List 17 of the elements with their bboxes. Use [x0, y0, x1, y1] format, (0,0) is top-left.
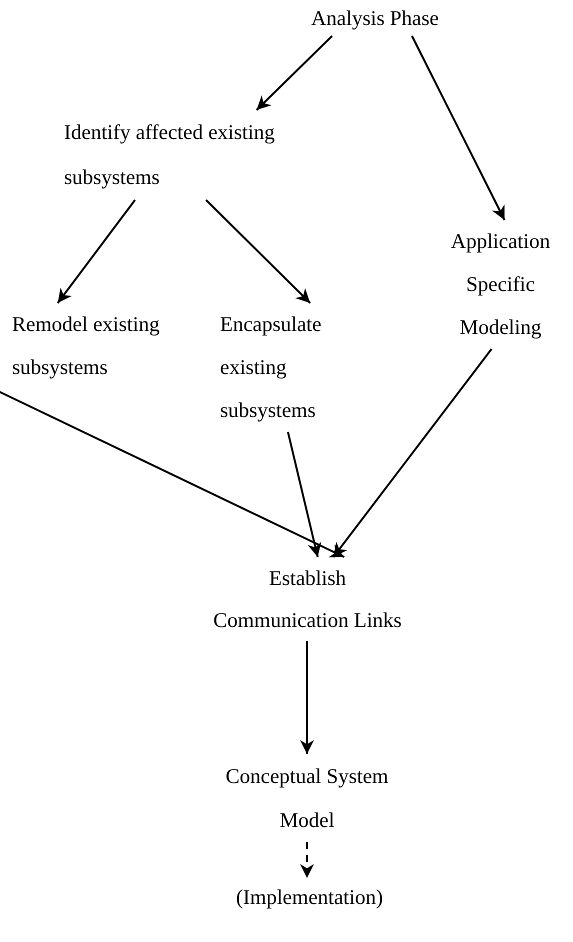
arrow	[411, 36, 506, 220]
arrow	[300, 641, 314, 754]
arrow	[332, 348, 492, 558]
node-label: Analysis Phase	[285, 0, 465, 36]
node-label: Conceptual System Model	[212, 754, 402, 842]
arrow	[56, 199, 136, 304]
arrow	[205, 199, 311, 304]
node-label: Encapsulate existing subsystems	[220, 303, 370, 432]
node-label: Establish Communication Links	[210, 557, 405, 641]
arrow	[286, 432, 322, 558]
arrow	[0, 388, 345, 558]
node-label: Application Specific Modeling	[428, 220, 573, 349]
node-label: (Implementation)	[222, 878, 397, 916]
node-label: Identify affected existing subsystems	[64, 110, 304, 200]
arrow	[300, 842, 314, 878]
arrow	[256, 35, 333, 111]
node-label: Remodel existing subsystems	[12, 303, 172, 389]
